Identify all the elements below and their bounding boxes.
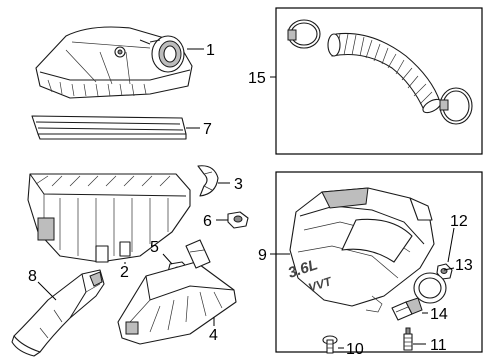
inlet-duct (11, 269, 105, 357)
callout-13: 13 (455, 257, 473, 274)
grommet (227, 211, 249, 229)
air-cleaner-lower-housing (27, 173, 191, 263)
callout-15: 15 (248, 70, 266, 87)
seal-ring (413, 272, 447, 304)
inset-box-engine-cover (275, 171, 483, 353)
retaining-clip (197, 165, 219, 197)
hose-clamp-upper (287, 19, 321, 49)
leader-13 (443, 267, 455, 271)
cover-grommet (436, 263, 453, 280)
callout-7: 7 (203, 121, 212, 138)
leader-5 (162, 253, 173, 265)
hose-clamp-lower (439, 87, 473, 125)
callout-8: 8 (28, 268, 37, 285)
callout-10: 10 (346, 341, 364, 358)
valve (403, 327, 413, 351)
leader-12 (447, 227, 455, 263)
sensor (391, 297, 423, 321)
housing-bracket (117, 239, 237, 345)
bolt (322, 335, 338, 354)
callout-3: 3 (234, 176, 243, 193)
engine-cover (289, 187, 435, 313)
callout-11: 11 (430, 337, 447, 354)
air-cleaner-cover (35, 26, 193, 99)
callout-14: 14 (430, 306, 448, 323)
callout-5: 5 (150, 239, 159, 256)
air-filter-element (31, 115, 187, 140)
callout-4: 4 (209, 327, 218, 344)
callout-2: 2 (120, 264, 129, 281)
callout-9: 9 (258, 247, 267, 264)
callout-1: 1 (206, 42, 215, 59)
callout-6: 6 (203, 213, 212, 230)
callout-12: 12 (450, 213, 468, 230)
inset-box-intake-hose (275, 7, 483, 155)
intake-hose (327, 32, 442, 114)
leader-8 (37, 281, 57, 301)
